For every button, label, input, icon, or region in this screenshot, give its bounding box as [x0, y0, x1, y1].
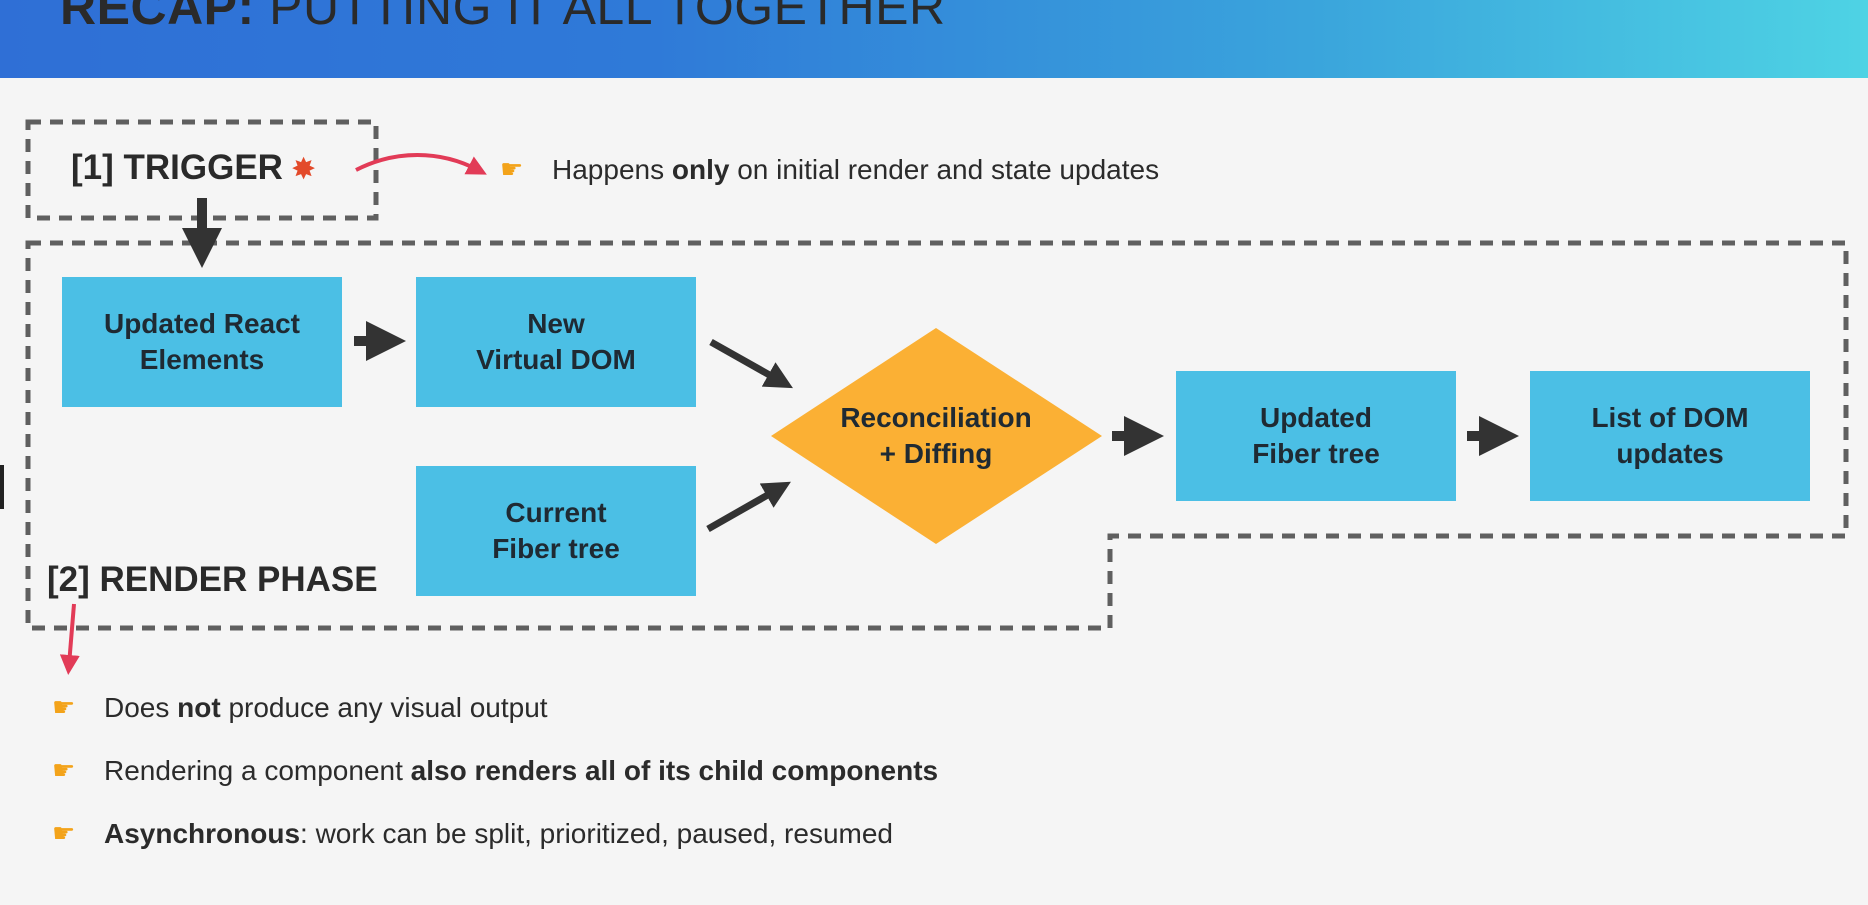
render-note-arrow	[59, 603, 80, 675]
box-list-of-dom-updates: List of DOM updates	[1530, 371, 1810, 501]
render-note-1-after: produce any visual output	[220, 692, 548, 723]
render-note-1-before: Does	[104, 692, 178, 723]
render-note-3: ☛ Asynchronous: work can be split, prior…	[52, 814, 893, 854]
arrow-fiber-to-reconciliation	[706, 481, 791, 533]
render-phase-region	[25, 240, 1849, 631]
trigger-note-arrow	[355, 153, 487, 175]
pointing-hand-icon: ☛	[52, 819, 76, 849]
slide-title: RECAP: PUTTING IT ALL TOGETHER	[60, 0, 946, 36]
render-note-1: ☛ Does not produce any visual output	[52, 688, 548, 728]
pointing-hand-icon: ☛	[500, 155, 524, 185]
pointing-hand-icon: ☛	[52, 693, 76, 723]
trigger-note-after: on initial render and state updates	[729, 154, 1160, 185]
render-note-2: ☛ Rendering a component also renders all…	[52, 751, 938, 791]
render-note-3-after: : work can be split, prioritized, paused…	[300, 818, 893, 849]
collision-icon: ✸	[290, 152, 317, 188]
box-updated-fiber-tree: Updated Fiber tree	[1176, 371, 1456, 501]
box-new-virtual-dom: New Virtual DOM	[416, 277, 696, 407]
slide-title-bold: RECAP:	[60, 0, 255, 35]
box-current-fiber-tree: Current Fiber tree	[416, 466, 696, 596]
reconciliation-diamond	[771, 328, 1102, 544]
left-edge-mark	[0, 465, 4, 509]
slide-title-rest: PUTTING IT ALL TOGETHER	[269, 0, 946, 35]
trigger-note: ☛ Happens only on initial render and sta…	[500, 150, 1159, 190]
trigger-note-before: Happens	[552, 154, 672, 185]
trigger-label-text: [1] TRIGGER	[71, 148, 283, 187]
title-banner: RECAP: PUTTING IT ALL TOGETHER	[0, 0, 1868, 78]
trigger-label: [1] TRIGGER✸	[71, 148, 316, 188]
box-updated-react-elements: Updated React Elements	[62, 277, 342, 407]
pointing-hand-icon: ☛	[52, 756, 76, 786]
reconciliation-label: Reconciliation + Diffing	[840, 402, 1032, 469]
render-note-2-bold: also renders all of its child components	[410, 755, 939, 786]
trigger-note-bold: only	[671, 154, 730, 185]
arrow-vdom-to-reconciliation	[709, 338, 793, 389]
render-note-3-bold: Asynchronous	[104, 818, 301, 849]
render-phase-label: [2] RENDER PHASE	[47, 560, 378, 599]
render-note-1-bold: not	[177, 692, 221, 723]
render-note-2-before: Rendering a component	[104, 755, 411, 786]
